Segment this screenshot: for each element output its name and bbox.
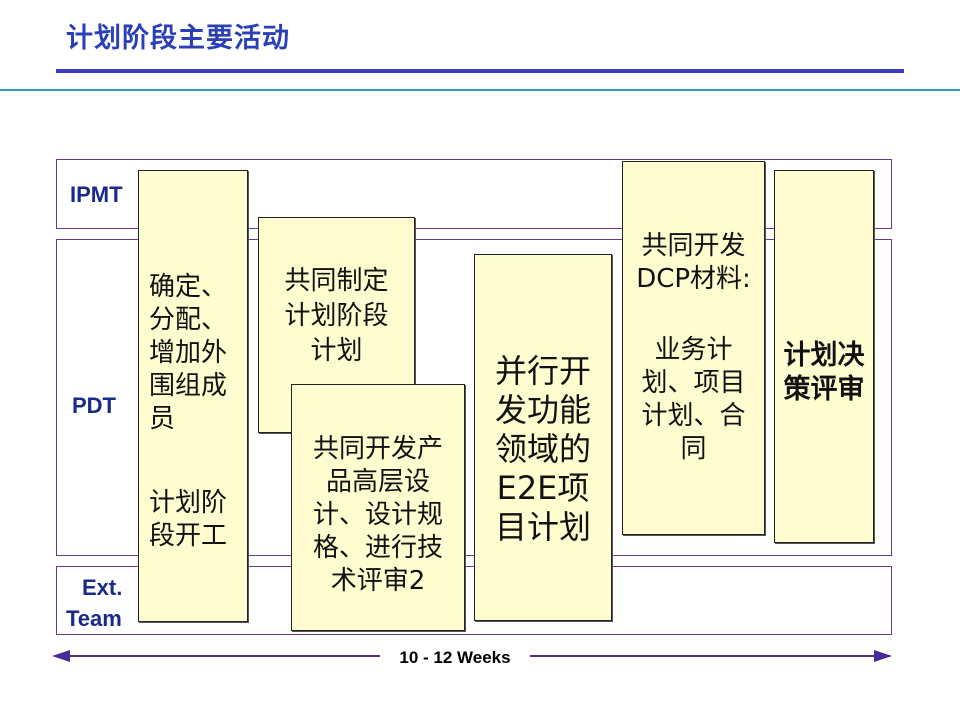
activity-text-staffing: 确定、 分配、 增加外 围组成 员 bbox=[149, 272, 228, 434]
activity-text-design: 共同开发产 品高层设 计、设计规 格、进行技 术评审2 bbox=[312, 434, 443, 596]
activity-box-dcp: 共同开发 DCP材料: 业务计 划、项目 计划、合 同 bbox=[622, 161, 765, 535]
activity-text-review: 计划决 策评审 bbox=[783, 340, 865, 405]
activity-box-staffing: 确定、 分配、 增加外 围组成 员 计划阶 段开工 bbox=[138, 170, 248, 622]
lane-label-ext-line2: Team bbox=[66, 606, 122, 631]
title-underline bbox=[56, 69, 904, 73]
activity-text-deliverables: 业务计 划、项目 计划、合 同 bbox=[641, 335, 746, 464]
timeline-label: 10 - 12 Weeks bbox=[380, 648, 530, 668]
activity-text-plan: 共同制定 计划阶段 计划 bbox=[284, 266, 389, 366]
activity-text-e2e: 并行开 发功能 领域的 E2E项 目计划 bbox=[494, 352, 591, 546]
page-title: 计划阶段主要活动 bbox=[66, 23, 290, 54]
arrow-right-icon bbox=[874, 650, 892, 662]
activity-text-kickoff: 计划阶 段开工 bbox=[149, 488, 228, 551]
arrow-left-icon bbox=[52, 650, 70, 662]
lane-label-ext-line1: Ext. bbox=[82, 575, 123, 600]
activity-text-dcp: 共同开发 DCP材料: bbox=[636, 231, 751, 294]
activity-box-e2e: 并行开 发功能 领域的 E2E项 目计划 bbox=[474, 254, 612, 621]
activity-box-review: 计划决 策评审 bbox=[774, 170, 874, 543]
lane-label-pdt: PDT bbox=[72, 393, 116, 418]
lane-label-ipmt: IPMT bbox=[70, 182, 123, 207]
header-divider bbox=[0, 89, 960, 91]
activity-box-design: 共同开发产 品高层设 计、设计规 格、进行技 术评审2 bbox=[291, 384, 465, 631]
